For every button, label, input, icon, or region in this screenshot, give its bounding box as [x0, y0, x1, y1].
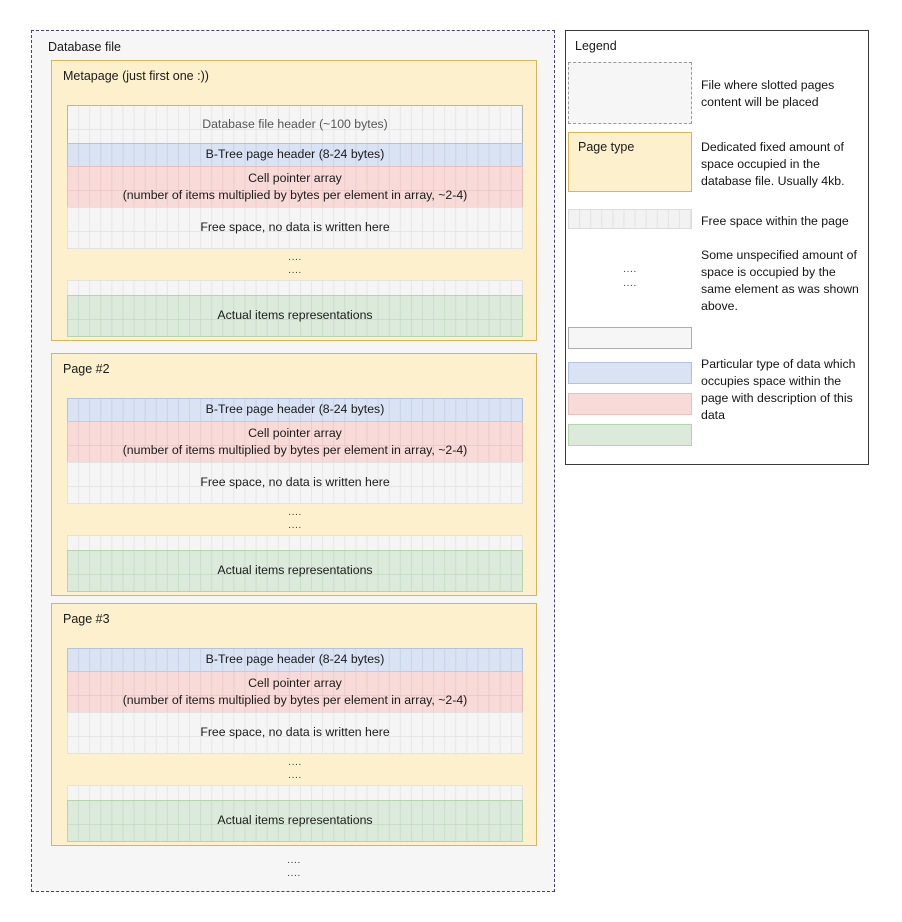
continuation-dots-file: ........: [287, 854, 301, 880]
cell-pointer-array-line1: Cell pointer array: [248, 170, 342, 185]
band-free-space-thin: [67, 785, 523, 801]
legend-swatch-file-container: [568, 62, 692, 124]
band-free-space: Free space, no data is written here: [67, 462, 523, 504]
band-cell-pointer-array: Cell pointer array (number of items mult…: [67, 671, 523, 713]
continuation-dots-page-3: ........: [288, 756, 302, 782]
band-cell-pointer-array: Cell pointer array (number of items mult…: [67, 166, 523, 208]
page-box-page-2: Page #2 B-Tree page header (8-24 bytes) …: [51, 353, 537, 596]
legend-swatch-page-type-label: Page type: [578, 140, 635, 154]
page-title-page-3: Page #3: [63, 612, 110, 626]
cell-pointer-array-line1: Cell pointer array: [248, 425, 342, 440]
band-label: Free space, no data is written here: [200, 220, 390, 235]
band-btree-page-header: B-Tree page header (8-24 bytes): [67, 143, 523, 167]
cell-pointer-array-line2: (number of items multiplied by bytes per…: [122, 693, 468, 707]
page-box-page-3: Page #3 B-Tree page header (8-24 bytes) …: [51, 603, 537, 846]
legend-swatch-dots: ........: [623, 263, 637, 290]
band-label: Cell pointer array (number of items mult…: [68, 675, 522, 710]
band-btree-page-header: B-Tree page header (8-24 bytes): [67, 648, 523, 672]
legend-swatch-gray-band: [568, 327, 692, 349]
legend-title: Legend: [575, 39, 617, 53]
band-label: B-Tree page header (8-24 bytes): [205, 147, 385, 162]
legend-swatch-page-type: Page type: [568, 132, 692, 192]
band-label: Free space, no data is written here: [200, 475, 390, 490]
legend-description-page-type: Dedicated fixed amount of space occupied…: [701, 140, 845, 188]
legend-swatch-green-band: [568, 424, 692, 446]
band-label: Actual items representations: [217, 813, 373, 828]
band-label: Actual items representations: [217, 563, 373, 578]
band-actual-items: Actual items representations: [67, 800, 523, 842]
cell-pointer-array-line2: (number of items multiplied by bytes per…: [122, 443, 468, 457]
legend-description-data-types: Particular type of data which occupies s…: [701, 357, 856, 422]
page-title-page-2: Page #2: [63, 362, 110, 376]
page-box-metapage: Metapage (just first one :)) Database fi…: [51, 60, 537, 341]
band-free-space: Free space, no data is written here: [67, 712, 523, 754]
band-free-space-thin: [67, 535, 523, 551]
page-title-metapage: Metapage (just first one :)): [63, 69, 209, 83]
legend-description-dots: Some unspecified amount of space is occu…: [701, 248, 859, 313]
band-label: Free space, no data is written here: [200, 725, 390, 740]
legend-swatch-free-space: [568, 209, 692, 229]
band-actual-items: Actual items representations: [67, 550, 523, 592]
legend-swatch-blue-band: [568, 362, 692, 384]
band-free-space: Free space, no data is written here: [67, 207, 523, 249]
band-label: Cell pointer array (number of items mult…: [68, 425, 522, 460]
continuation-dots-page-2: ........: [288, 506, 302, 532]
band-label: B-Tree page header (8-24 bytes): [205, 402, 385, 417]
legend-swatch-pink-band: [568, 393, 692, 415]
database-file-container: Database file Metapage (just first one :…: [31, 30, 555, 892]
band-label: B-Tree page header (8-24 bytes): [205, 652, 385, 667]
band-cell-pointer-array: Cell pointer array (number of items mult…: [67, 421, 523, 463]
legend-description-free-space: Free space within the page: [701, 214, 849, 228]
cell-pointer-array-line1: Cell pointer array: [248, 675, 342, 690]
legend-description-file-container: File where slotted pages content will be…: [701, 78, 835, 109]
cell-pointer-array-line2: (number of items multiplied by bytes per…: [122, 188, 468, 202]
database-file-title: Database file: [48, 40, 121, 54]
band-free-space-thin: [67, 280, 523, 296]
band-actual-items: Actual items representations: [67, 295, 523, 337]
band-label: Cell pointer array (number of items mult…: [68, 170, 522, 205]
band-label: Database file header (~100 bytes): [202, 116, 388, 131]
band-database-file-header: Database file header (~100 bytes): [67, 105, 523, 144]
continuation-dots-metapage: ........: [288, 251, 302, 277]
band-label: Actual items representations: [217, 308, 373, 323]
band-btree-page-header: B-Tree page header (8-24 bytes): [67, 398, 523, 422]
